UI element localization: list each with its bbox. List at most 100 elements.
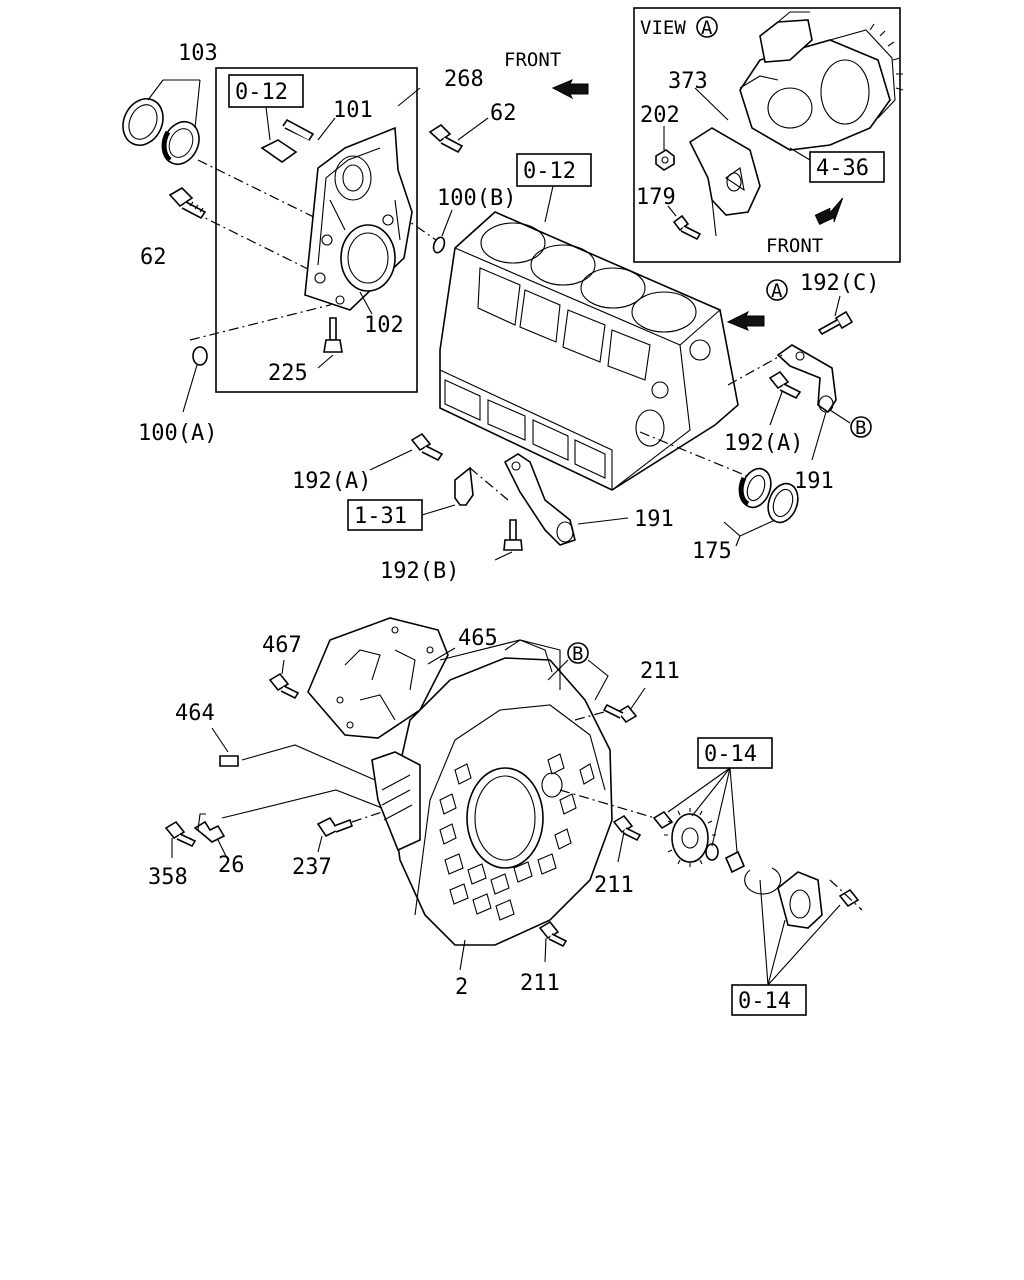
leader-211-bottom [544, 937, 547, 963]
dash-bolt-237 [351, 811, 383, 823]
ring-0-14 [744, 867, 782, 895]
dash-plug-0-14 [829, 879, 863, 911]
washer-0-14 [705, 843, 719, 861]
marker-b-housing-icon [567, 642, 589, 664]
cover-0-14 [777, 871, 823, 929]
leader-103 [147, 79, 201, 129]
leader-211-mid [617, 831, 625, 863]
label-101: 101 [333, 98, 373, 123]
dash-seal-to-cover [197, 159, 331, 226]
ref-4-36: 4-36 [816, 156, 869, 181]
leader-192a-left [369, 449, 413, 471]
bolt-211-bottom [538, 920, 568, 948]
leader-192b [494, 551, 513, 561]
label-2: 2 [455, 975, 468, 1000]
leader-373 [694, 87, 729, 121]
view-a-inset-box [633, 7, 901, 263]
label-464: 464 [175, 701, 215, 726]
label-268: 268 [444, 67, 484, 92]
label-192b: 192(B) [380, 559, 459, 584]
label-358: 358 [148, 865, 188, 890]
dash-bolt-62 [192, 211, 311, 271]
leader-191-right [811, 411, 827, 461]
pump-4-36 [739, 11, 904, 151]
fitting-26 [193, 813, 226, 843]
bolt-358 [164, 820, 197, 848]
pin-464 [219, 755, 239, 767]
label-202: 202 [640, 103, 680, 128]
front-arrow-inset-icon [814, 197, 844, 225]
oring-100b [432, 236, 446, 254]
leader-464 [211, 727, 229, 753]
front-arrow-icon [551, 79, 589, 100]
bolt-0-14 [724, 850, 746, 874]
marker-a-block: A [771, 280, 783, 302]
marker-b-right: B [855, 417, 866, 439]
dash-fitting-26 [221, 789, 383, 819]
label-191-right: 191 [794, 469, 834, 494]
leader-ref-1-31 [421, 504, 456, 516]
label-62-right: 62 [490, 101, 517, 126]
ref-1-31: 1-31 [354, 504, 407, 529]
leader-465 [427, 647, 456, 665]
front-cover-group-box [215, 67, 418, 393]
bolt-62-right [428, 123, 464, 154]
front-cover-268 [304, 126, 413, 311]
label-179: 179 [636, 185, 676, 210]
leader-62-right [457, 117, 489, 141]
bracket-373 [688, 127, 761, 216]
dash-gear [559, 789, 656, 819]
leader-102 [359, 291, 373, 315]
leader-211-top [629, 687, 646, 711]
leader-192c [834, 295, 841, 317]
leader-100b [441, 209, 453, 237]
gasket-465 [307, 617, 449, 739]
label-192a-left: 192(A) [292, 469, 371, 494]
marker-b-housing: B [567, 642, 589, 665]
leader-192a-right [769, 391, 783, 426]
marker-b-housing-text: B [572, 643, 583, 665]
label-225: 225 [268, 361, 308, 386]
label-100a: 100(A) [138, 421, 217, 446]
clip-1-31 [454, 466, 474, 506]
leader-101 [317, 117, 336, 141]
leader-ref-0-12-block [544, 185, 554, 223]
nut-0-14 [652, 810, 674, 830]
bolt-211-mid [612, 814, 642, 842]
leader-467 [281, 659, 285, 675]
leader-marker-b-housing [547, 659, 609, 701]
view-a-arrow-icon [726, 310, 765, 331]
leader-225 [317, 354, 334, 369]
dash-rear-seal [639, 431, 753, 479]
ref-box-0-14-top [697, 737, 773, 769]
leader-179 [667, 205, 677, 217]
leader-26 [217, 839, 227, 857]
ref-box-4-36 [809, 151, 885, 183]
leader-191-bottom [577, 517, 629, 525]
view-label: VIEW [640, 17, 686, 39]
label-62-left: 62 [140, 245, 167, 270]
marker-b-icon [850, 416, 872, 438]
bolt-192a-right [768, 370, 802, 400]
label-26: 26 [218, 853, 245, 878]
label-103: 103 [178, 41, 218, 66]
leader-marker-b-right [829, 409, 851, 424]
ref-0-14-top: 0-14 [704, 742, 757, 767]
leader-268 [397, 87, 421, 107]
bolt-192b [503, 519, 523, 551]
bolt-62-left [168, 186, 207, 220]
leader-ref-0-12-left [265, 106, 271, 141]
leaders-0-14-bottom [759, 879, 841, 986]
ref-0-14-bottom: 0-14 [738, 989, 791, 1014]
leader-175 [723, 519, 776, 547]
bolt-237 [316, 816, 354, 838]
nut-202 [655, 149, 675, 171]
leaders-0-14-top [667, 767, 738, 853]
bracket-373-tail [711, 199, 717, 237]
label-191-bottom: 191 [634, 507, 674, 532]
seal-103-inner [161, 121, 200, 165]
bolt-192c [817, 310, 854, 336]
sensor-101 [260, 118, 315, 163]
label-237: 237 [292, 855, 332, 880]
